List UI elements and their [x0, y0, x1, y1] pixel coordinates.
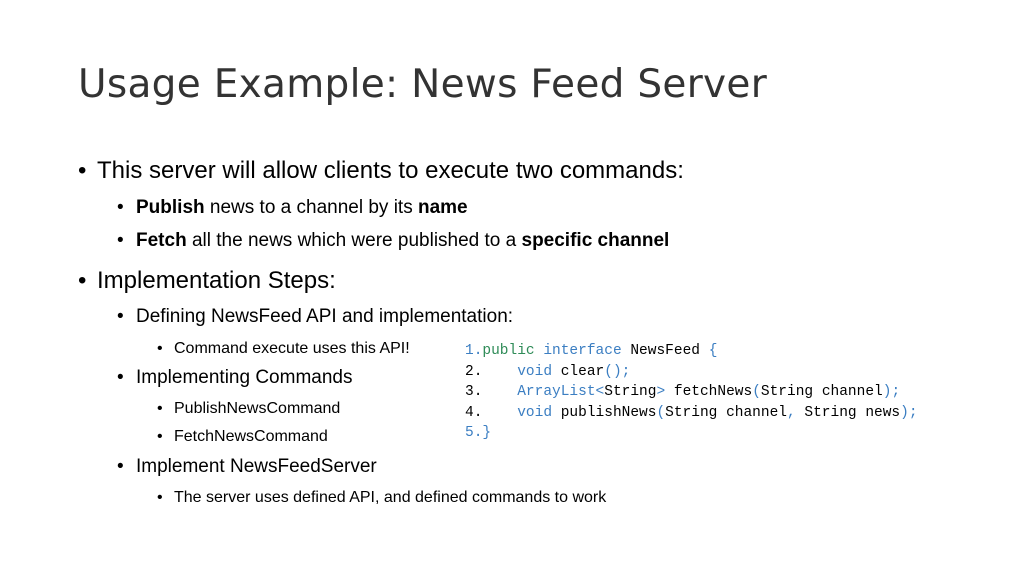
bullet-implementation-steps: • Implementation Steps:	[78, 267, 336, 295]
code-identifier: clear	[560, 363, 605, 380]
code-punctuation: }	[482, 425, 492, 441]
bullet-dot: •	[78, 267, 87, 294]
code-line: 4. void publishNews(String channel, Stri…	[465, 403, 918, 424]
bullet-dot: •	[157, 428, 163, 445]
bullet-dot: •	[157, 400, 163, 417]
line-number: 3.	[465, 384, 483, 400]
code-punctuation: {	[708, 343, 718, 359]
bullet-text: Implementing Commands	[136, 367, 353, 388]
code-identifier: NewsFeed	[630, 343, 700, 359]
code-block: 1.public interface NewsFeed {2. void cle…	[465, 341, 918, 444]
code-punctuation: >	[656, 384, 666, 400]
code-punctuation: );	[900, 404, 918, 421]
bullet-dot: •	[117, 367, 124, 388]
code-keyword: public	[482, 343, 535, 359]
bullet-publish-command: • PublishNewsCommand	[157, 400, 341, 418]
bullet-text: Implement NewsFeedServer	[136, 456, 377, 477]
bullet-dot: •	[117, 306, 124, 327]
code-punctuation: <	[595, 384, 605, 400]
code-type: String	[665, 404, 718, 421]
bullet-text: PublishNewsCommand	[174, 400, 341, 417]
line-number: 4.	[465, 404, 483, 421]
bullet-server-uses-api: • The server uses defined API, and defin…	[157, 489, 607, 507]
code-keyword: void	[517, 363, 553, 380]
slide-title: Usage Example: News Feed Server	[78, 62, 768, 107]
bullet-text: news to a channel by its	[204, 197, 418, 218]
code-punctuation: (	[656, 404, 666, 421]
code-identifier: channel	[821, 384, 883, 400]
bullet-dot: •	[157, 489, 163, 506]
code-punctuation: ,	[787, 404, 796, 421]
bullet-implement-server: • Implement NewsFeedServer	[117, 456, 377, 478]
bold-specific-channel: specific channel	[521, 230, 670, 251]
code-keyword: interface	[543, 343, 622, 359]
bullet-text: all the news which were published to a	[186, 230, 522, 251]
code-punctuation: (	[752, 384, 761, 400]
bullet-defining-api: • Defining NewsFeed API and implementati…	[117, 306, 514, 328]
code-type: String	[604, 384, 657, 400]
code-type: ArrayList	[517, 384, 596, 400]
code-identifier: publishNews	[560, 404, 657, 421]
code-type: String	[804, 404, 857, 421]
bullet-text: This server will allow clients to execut…	[97, 157, 684, 184]
code-line: 3. ArrayList<String> fetchNews(String ch…	[465, 382, 918, 403]
bullet-publish: • Publish news to a channel by its name	[117, 197, 468, 219]
code-identifier: channel	[726, 404, 787, 421]
line-number: 5.	[465, 425, 483, 441]
bold-name: name	[417, 197, 468, 218]
bullet-fetch: • Fetch all the news which were publishe…	[117, 230, 670, 252]
bullet-dot: •	[157, 340, 163, 357]
bullet-dot: •	[117, 197, 124, 218]
code-identifier: fetchNews	[673, 384, 753, 400]
bullet-dot: •	[117, 230, 124, 251]
code-type: String	[760, 384, 814, 400]
bullet-dot: •	[78, 157, 87, 184]
code-line: 2. void clear();	[465, 362, 918, 383]
bullet-fetch-command: • FetchNewsCommand	[157, 428, 328, 446]
bullet-command-execute: • Command execute uses this API!	[157, 340, 410, 358]
code-punctuation: );	[882, 384, 901, 400]
bold-publish: Publish	[136, 197, 205, 218]
bullet-dot: •	[117, 456, 124, 477]
code-line: 1.public interface NewsFeed {	[465, 341, 918, 362]
bullet-text: Implementation Steps:	[97, 267, 336, 294]
bullet-text: Defining NewsFeed API and implementation…	[136, 306, 514, 327]
bold-fetch: Fetch	[136, 230, 187, 251]
bullet-text: The server uses defined API, and defined…	[174, 489, 607, 506]
bullet-text: Command execute uses this API!	[174, 340, 410, 357]
code-line: 5.}	[465, 423, 918, 444]
code-punctuation: ();	[604, 363, 631, 380]
bullet-implementing-commands: • Implementing Commands	[117, 367, 353, 389]
code-identifier: news	[865, 404, 901, 421]
line-number: 1.	[465, 343, 483, 359]
line-number: 2.	[465, 363, 483, 380]
bullet-text: FetchNewsCommand	[174, 428, 328, 445]
code-keyword: void	[517, 404, 553, 421]
bullet-commands: • This server will allow clients to exec…	[78, 157, 684, 185]
